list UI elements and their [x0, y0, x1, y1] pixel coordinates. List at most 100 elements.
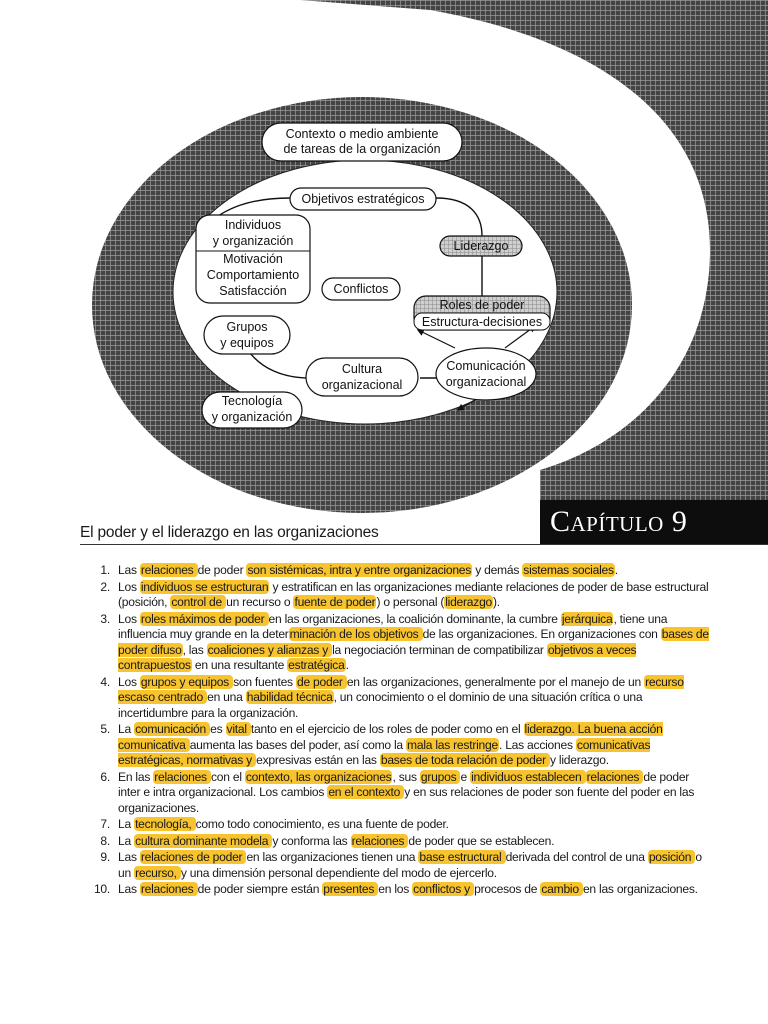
node-groups-line-2: y equipos — [220, 336, 274, 350]
body-text: e — [460, 769, 471, 784]
highlighted-text: sistemas sociales — [522, 563, 615, 577]
body-text: en las organizaciones, la coalición domi… — [268, 611, 561, 626]
body-text: de las organizaciones. En organizaciones… — [422, 627, 661, 641]
node-conflicts: Conflictos — [321, 277, 401, 301]
node-culture-line-1: Cultura — [342, 362, 382, 376]
body-text: y liderazgo. — [550, 753, 609, 767]
highlighted-text: estratégica — [287, 658, 346, 672]
highlighted-text: presentes — [322, 882, 379, 896]
body-text: expresivas están en las — [256, 753, 380, 767]
title-divider — [80, 544, 768, 545]
highlighted-text: individuos se estructuran — [139, 579, 270, 594]
node-conflicts-label: Conflictos — [334, 282, 389, 296]
organization-diagram: Contexto o medio ambiente de tareas de l… — [92, 0, 768, 513]
body-text: y conforma las — [272, 833, 351, 848]
body-text: la negociación terminan de compatibiliza… — [332, 642, 547, 657]
node-culture: Cultura organizacional — [305, 357, 419, 397]
highlighted-text: relaciones — [153, 769, 211, 784]
node-groups-line-1: Grupos — [227, 320, 268, 334]
body-text: en las organizaciones, generalmente por … — [346, 674, 645, 689]
node-individuals-line-2: y organización — [213, 234, 294, 248]
key-point-number: 7. — [100, 817, 110, 831]
key-points-list: 1.Las relaciones de poder son sistémicas… — [88, 563, 710, 899]
highlighted-text: relaciones — [139, 882, 198, 896]
key-point-item: 1.Las relaciones de poder son sistémicas… — [88, 563, 710, 579]
body-text: y una dimensión personal dependiente del… — [180, 865, 497, 880]
body-text: o un — [118, 850, 702, 880]
chapter-number: 9 — [671, 505, 688, 538]
node-context-line-1: Contexto o medio ambiente — [286, 127, 439, 141]
body-text: , un conocimiento o el dominio de una si… — [118, 690, 643, 720]
highlighted-text: fuente de poder — [293, 595, 377, 609]
body-text: Las — [118, 563, 140, 577]
node-leadership-label: Liderazgo — [454, 239, 509, 253]
body-text: Los — [118, 611, 140, 626]
highlighted-text: conflictos y — [412, 882, 475, 896]
body-text: es — [210, 722, 226, 736]
body-text: ). — [493, 595, 500, 609]
key-point-number: 9. — [100, 850, 110, 864]
body-text: de poder que se establecen. — [408, 833, 555, 848]
key-point-number: 10. — [93, 882, 110, 896]
highlighted-text: liderazgo — [444, 595, 494, 609]
highlighted-text: grupos — [419, 769, 461, 784]
body-text: como todo conocimiento, es una fuente de… — [195, 817, 449, 831]
key-point-item: 10. Las relaciones de poder siempre están… — [88, 882, 710, 898]
body-text: La — [118, 833, 135, 848]
body-text: Las — [118, 882, 140, 896]
highlighted-text: bases de toda relación de poder — [379, 753, 551, 767]
body-text: Las — [118, 850, 140, 864]
highlighted-text: jerárquica — [560, 611, 614, 626]
key-point-item: 8.La cultura dominante modela y conforma… — [88, 833, 710, 850]
highlighted-text: cambio — [540, 882, 583, 896]
body-text: Los — [118, 579, 140, 594]
body-text: con el — [210, 769, 245, 784]
body-text: de poder inter e intra organizacional. L… — [118, 769, 690, 800]
body-text: , las — [182, 642, 207, 657]
section-title: El poder y el liderazgo en las organizac… — [80, 524, 379, 541]
body-text: , tiene una influencia muy grande en la … — [118, 611, 668, 642]
body-text: de poder — [197, 563, 247, 577]
node-power-roles-line-2: Estructura-decisiones — [422, 315, 542, 329]
node-technology-line-1: Tecnología — [222, 394, 283, 408]
body-text: La — [118, 817, 135, 831]
highlighted-text: coaliciones y alianzas y — [206, 642, 333, 657]
highlighted-text: base estructural — [418, 850, 506, 864]
dark-pattern-background — [300, 0, 768, 500]
body-text: . — [614, 563, 618, 577]
key-point-item: 5.La comunicación es vital tanto en el e… — [88, 722, 710, 769]
key-point-item: 6. En las relaciones con el contexto, las… — [88, 769, 710, 817]
node-culture-line-2: organizacional — [322, 378, 403, 392]
chapter-heading: Capítulo 9 — [540, 500, 768, 544]
body-text: y en sus relaciones de poder son fuente … — [118, 785, 695, 815]
body-text: En las — [118, 769, 154, 784]
body-text: de poder siempre están — [197, 882, 323, 896]
connector-top-right — [435, 197, 483, 237]
node-individuals-line-4: Comportamiento — [207, 268, 299, 282]
highlighted-text: de poder — [295, 674, 347, 689]
highlighted-text: control de — [170, 595, 227, 609]
key-point-number: 1. — [100, 563, 110, 577]
highlighted-text: posición — [647, 850, 696, 864]
key-point-number: 6. — [100, 769, 110, 784]
node-power-roles-line-1: Roles de poder — [440, 298, 525, 312]
node-objectives: Objetivos estratégicos — [289, 187, 437, 211]
highlighted-text: roles máximos de poder — [139, 611, 269, 626]
highlighted-text: individuos establecen — [470, 769, 586, 784]
node-context: Contexto o medio ambiente de tareas de l… — [261, 122, 463, 162]
key-point-item: 3.Los roles máximos de poder en las orga… — [88, 611, 710, 674]
body-text: un recurso o — [226, 595, 294, 609]
body-text: en una — [207, 690, 246, 704]
highlighted-text: tecnología, — [134, 817, 196, 831]
body-text: Los — [118, 674, 140, 689]
node-technology: Tecnología y organización — [201, 391, 303, 429]
highlighted-text: minación de los objetivos — [288, 627, 423, 641]
highlighted-text: contexto, las organizaciones — [244, 769, 393, 784]
highlighted-text: relaciones — [585, 769, 644, 784]
node-technology-line-2: y organización — [212, 410, 293, 424]
node-individuals-line-3: Motivación — [223, 252, 283, 266]
node-objectives-label: Objetivos estratégicos — [302, 192, 425, 206]
body-text: en las organizaciones. — [582, 882, 698, 896]
body-text: ) o personal ( — [376, 595, 445, 609]
body-text: y estratifican en las organizaciones med… — [118, 579, 709, 610]
